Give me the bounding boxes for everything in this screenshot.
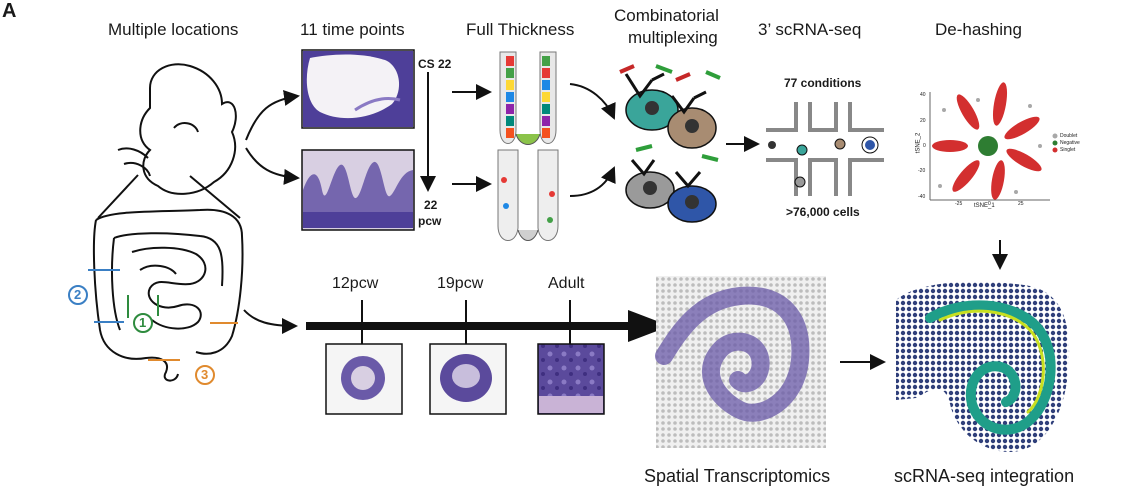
timeline-label-adult: Adult [548,275,585,292]
tsne-ytick-neg20: -20 [918,168,926,174]
header-locations: Multiple locations [108,20,239,39]
tsne-ytick-20: 20 [920,118,926,124]
tsne-xtick-25: 25 [1018,201,1024,207]
chip-conditions: 77 conditions [784,76,862,90]
chip-cells: >76,000 cells [786,205,860,219]
spatial-transcriptomics-label: Spatial Transcriptomics [644,466,831,486]
he-image-cs22 [301,49,415,129]
header-dehash: De-hashing [935,20,1022,39]
panel-letter: A [2,0,17,22]
scrnaseq-integration-label: scRNA-seq integration [894,466,1075,486]
location-1-number: 1 [139,315,147,330]
intestine-outline [92,208,244,382]
header-timepoints: 11 time points [300,20,405,39]
tsne-xtick-neg25: -25 [955,201,963,207]
spatial-slide [655,276,826,448]
location-3-number: 3 [201,367,209,382]
hashed-cells [619,64,721,223]
timeline-image-adult [537,343,605,415]
timepoint-start: CS 22 [418,57,452,71]
timepoint-end-unit: pcw [418,214,442,228]
header-multiplex-1: Combinatorial [614,6,719,25]
tsne-ytick-0: 0 [923,143,926,149]
location-3-marker [195,365,215,385]
tsne-ylabel: tSNE_2 [915,132,922,154]
timepoint-end-value: 22 [424,198,438,212]
location-2-marker [68,285,88,305]
legend-doublet: Doublet [1060,133,1078,139]
tsne-plot [929,82,1058,201]
legend-negative: Negative [1060,140,1080,146]
tsne-xtick-0: 0 [988,201,991,207]
timeline-label-19pcw: 19pcw [437,275,484,292]
tsne-xlabel: tSNE_1 [974,203,995,209]
embryo-outline [117,63,237,195]
tsne-ytick-neg40: -40 [918,194,926,200]
location-2-number: 2 [74,287,82,302]
header-scrnaseq: 3’ scRNA-seq [758,20,862,39]
integration-map [896,278,1072,456]
microfluidic-chip [766,102,884,196]
crypt-grey [497,149,559,241]
timeline-image-19pcw [429,343,507,415]
header-multiplex-2: multiplexing [628,28,718,47]
legend-singlet: Singlet [1060,147,1076,153]
timeline-label-12pcw: 12pcw [332,275,379,292]
location-1-marker [133,313,153,333]
header-thickness: Full Thickness [466,20,575,39]
tsne-ytick-40: 40 [920,92,926,98]
he-image-22pcw [301,149,415,231]
crypt-colored [499,51,557,145]
timeline-image-12pcw [325,343,403,415]
